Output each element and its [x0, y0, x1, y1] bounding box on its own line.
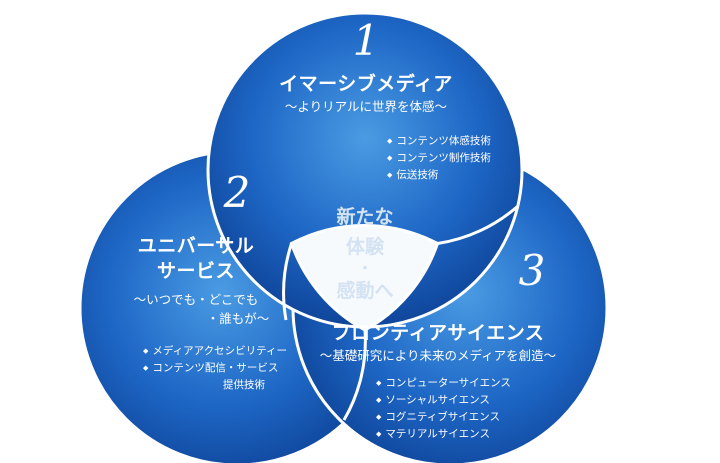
list-item: コンテンツ体感技術: [387, 133, 491, 150]
center-intersection: [289, 224, 440, 332]
list-item: コンピューターサイエンス: [376, 375, 510, 392]
circle-1-items: コンテンツ体感技術 コンテンツ制作技術 伝送技術: [387, 133, 491, 184]
list-item: ソーシャルサイエンス: [376, 392, 511, 409]
center-line-1: 新たな: [336, 206, 394, 228]
circle-2-items: メディアアクセシビリティー コンテンツ配信・サービス 提供技術: [143, 343, 287, 394]
circle-2-subtitle-line-1: 〜いつでも・どこでも: [133, 292, 259, 307]
arc-circle-3-edge: [282, 243, 293, 321]
list-item: コグニティブサイエンス: [376, 409, 511, 426]
list-item: 伝送技術: [387, 167, 491, 184]
list-item: メディアアクセシビリティー: [143, 343, 287, 360]
circle-1-subtitle: 〜よりリアルに世界を体感〜: [284, 99, 448, 114]
circle-2-title-line-2: サービス: [156, 260, 236, 282]
arc-circle-2-edge: [342, 329, 367, 421]
circle-1-title: イマーシブメディア: [279, 73, 453, 95]
center-label: 新たな 体験 ・ 感動へ: [336, 202, 393, 306]
circle-2-subtitle-line-2: ・誰もが〜: [206, 311, 270, 326]
center-line-4: 感動へ: [336, 280, 394, 302]
circle-1-number: 1: [352, 16, 380, 65]
list-item: コンテンツ制作技術: [387, 150, 491, 167]
center-line-3: ・: [357, 261, 372, 277]
arc-circle-1-edge-right: [437, 204, 519, 245]
list-item: コンテンツ配信・サービス: [143, 360, 287, 377]
circle-3-title: フロンティアサイエンス: [331, 322, 545, 344]
list-item: マテリアルサイエンス: [376, 426, 511, 443]
circle-3-subtitle: 〜基礎研究により未来のメディアを創造〜: [319, 348, 557, 363]
circle-3-number: 3: [518, 246, 546, 295]
circle-3-items: コンピューターサイエンス ソーシャルサイエンス コグニティブサイエンス マテリア…: [376, 375, 511, 443]
circle-2-number: 2: [223, 168, 251, 217]
circle-2-title-line-1: ユニバーサル: [137, 235, 255, 257]
list-item-continuation: 提供技術: [223, 379, 265, 391]
center-line-2: 体験: [345, 236, 385, 258]
